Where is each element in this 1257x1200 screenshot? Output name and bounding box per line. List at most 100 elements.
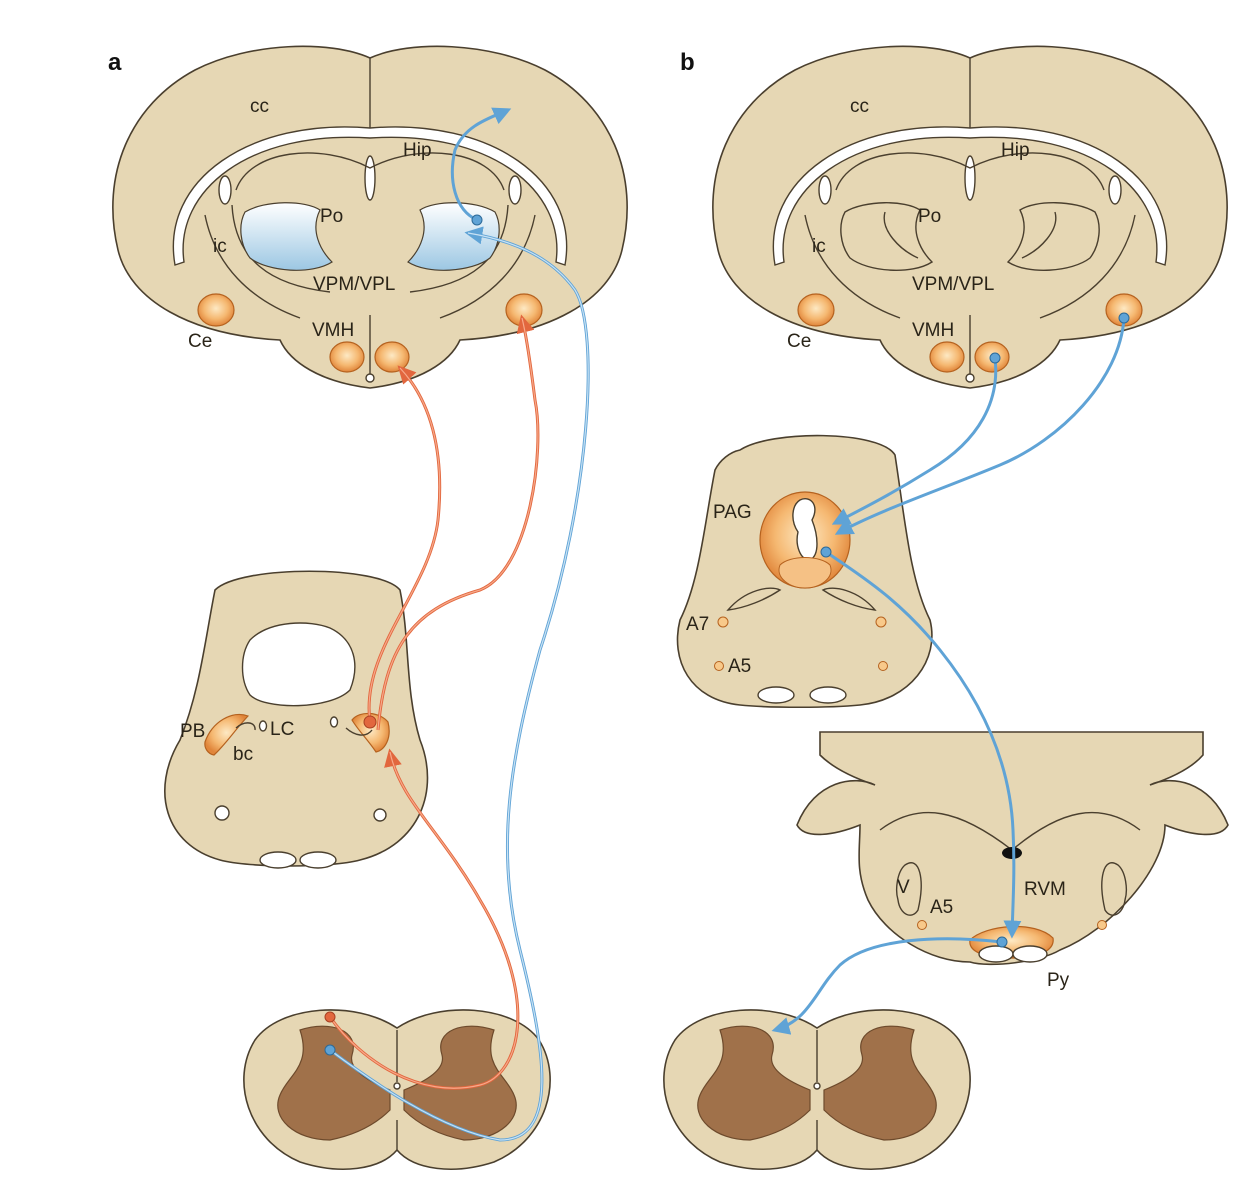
cerebral-peduncle-right	[809, 686, 847, 704]
pag-ventral	[778, 557, 832, 589]
label-vmh-b: VMH	[912, 320, 954, 341]
central-canal-b	[813, 1082, 821, 1090]
internal-capsule-left-b	[804, 214, 901, 319]
thalamic-neuron	[471, 214, 483, 226]
label-lc: LC	[270, 719, 294, 740]
lateral-ventricle-left	[218, 175, 232, 205]
lateral-ventricle-left-b	[818, 175, 832, 205]
vmh-left	[329, 341, 365, 373]
hippocampus-outline-b	[835, 152, 1105, 191]
brachium-right	[345, 727, 373, 736]
pathway-vmh-to-pag	[831, 357, 998, 525]
midbrain-lemniscus-right	[821, 587, 877, 611]
panel-a-label: a	[108, 49, 122, 76]
vmh-neuron	[989, 352, 1001, 364]
median-eminence	[365, 373, 375, 383]
label-hip-b: Hip	[1001, 140, 1030, 161]
panel-b-spinal-cord	[663, 1009, 971, 1170]
label-py: Py	[1047, 970, 1070, 991]
thalamus-inner-left-b	[883, 211, 919, 259]
grey-matter-right-a	[403, 1025, 517, 1141]
a5-left-medulla	[917, 920, 927, 930]
label-ce-b: Ce	[787, 331, 811, 352]
label-pag: PAG	[713, 502, 752, 523]
panel-b-midbrain-section: PAG A7 A5	[676, 434, 933, 709]
panel-a: a cc Hip Po ic	[108, 45, 628, 1170]
dorsal-horn-neuron-blue	[324, 1044, 336, 1056]
label-hip: Hip	[403, 140, 432, 161]
median-eminence-b	[965, 373, 975, 383]
dorsal-horn-neuron-red	[324, 1011, 336, 1023]
label-ic-b: ic	[812, 236, 826, 257]
pathway-spinal-to-thalamus-highlight	[329, 232, 589, 1141]
label-a7: A7	[686, 614, 709, 635]
label-cc: cc	[250, 96, 269, 117]
label-po-b: Po	[918, 206, 941, 227]
spinal-trigeminal-nucleus-left	[896, 862, 922, 916]
panel-b-label: b	[680, 49, 695, 76]
a5-right-medulla	[1097, 920, 1107, 930]
panel-b-forebrain-section: cc Hip Po ic VPM/VPL VMH Ce	[712, 45, 1228, 389]
vpm-vpl-left-b	[840, 202, 934, 271]
pag-neuron	[820, 546, 832, 558]
label-ic: ic	[213, 236, 227, 257]
internal-capsule-right-b	[1039, 214, 1136, 319]
fourth-ventricle	[241, 622, 356, 707]
rvm-neuron	[996, 936, 1008, 948]
a7-left	[717, 616, 729, 628]
label-pb: PB	[180, 721, 205, 742]
vpm-vpl-left	[240, 202, 333, 271]
pathway-pb-to-amygdala-highlight	[377, 317, 539, 731]
grey-matter-right-b	[823, 1025, 937, 1141]
ascending-pathways-a	[324, 107, 590, 1142]
a5-right-midbrain	[878, 661, 888, 671]
pb-left	[204, 713, 250, 756]
corpus-callosum-band-b	[772, 126, 1168, 266]
pons-tract-left	[214, 805, 230, 821]
grey-matter-left-b	[697, 1025, 811, 1141]
label-vpm-vpl: VPM/VPL	[313, 274, 395, 295]
vpm-vpl-right-b	[1006, 202, 1100, 271]
hippocampus-outline	[235, 152, 505, 191]
pons-outline	[164, 570, 429, 867]
pathway-spinal-to-pb-highlight	[329, 751, 519, 1089]
lateral-ventricle-right	[508, 175, 522, 205]
pb-relay-neuron	[363, 715, 377, 729]
medulla-canal	[1002, 847, 1022, 859]
descending-pathways-b	[771, 312, 1130, 1035]
label-po: Po	[320, 206, 343, 227]
central-canal-a	[393, 1082, 401, 1090]
forebrain-outline-b	[712, 45, 1228, 389]
pyramid-right-pons	[299, 851, 337, 869]
thalamus-outline-left	[231, 204, 331, 293]
panel-a-forebrain-section: cc Hip Po ic VPM/VPL VMH Ce	[112, 45, 628, 389]
cerebral-peduncle-left	[757, 686, 795, 704]
pathway-pb-to-vmh-highlight	[368, 367, 441, 723]
vmh-left-b	[929, 341, 965, 373]
central-amygdala-left	[197, 293, 235, 327]
thalamus-inner-right-b	[1021, 211, 1057, 259]
brachium-left	[235, 722, 256, 731]
amygdala-neuron	[1118, 312, 1130, 324]
pathway-rvm-to-spinal	[771, 937, 1003, 1035]
label-bc: bc	[233, 744, 253, 765]
label-a5-medulla: A5	[930, 897, 953, 918]
label-cc-b: cc	[850, 96, 869, 117]
panel-a-pons-section: PB LC bc	[164, 570, 429, 869]
spinal-trigeminal-nucleus-right	[1101, 862, 1127, 916]
third-ventricle-b	[964, 155, 976, 201]
panel-b: b cc Hip Po ic VPM/VPL	[663, 45, 1229, 1170]
panel-a-spinal-cord	[243, 1009, 551, 1170]
third-ventricle	[364, 155, 376, 201]
pyramid-right	[1012, 945, 1048, 963]
label-vmh: VMH	[312, 320, 354, 341]
pathway-pag-to-rvm	[825, 550, 1022, 939]
internal-capsule-right	[439, 214, 536, 319]
a7-right	[875, 616, 887, 628]
label-rvm: RVM	[1024, 879, 1066, 900]
pyramid-left	[978, 945, 1014, 963]
pathway-thalamus-to-cortex	[450, 107, 512, 222]
midbrain-lemniscus-left	[726, 587, 782, 611]
vmh-right	[374, 341, 410, 373]
